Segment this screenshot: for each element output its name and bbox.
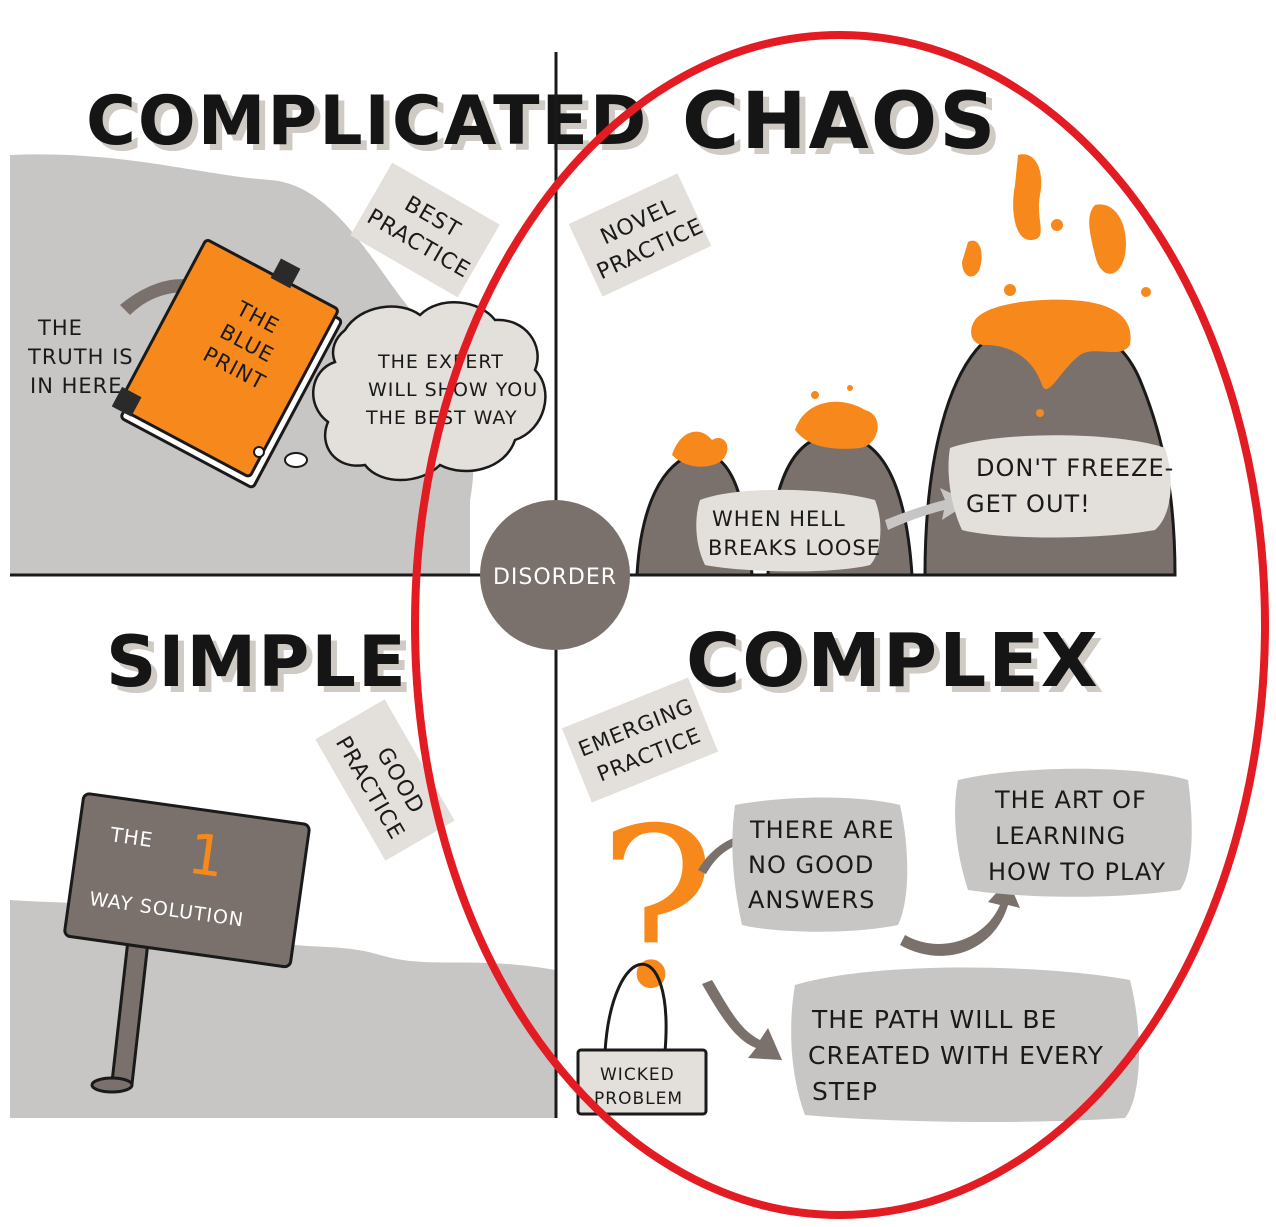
hell-arrow-icon <box>885 488 970 530</box>
complicated-title: COMPLICATED <box>86 82 648 161</box>
freeze-line-1: DON'T FREEZE- <box>976 454 1174 482</box>
truth-line-1: THE <box>37 316 83 340</box>
chaos-quadrant: CHAOS CHAOS NOVEL PRACTICE <box>568 77 1177 577</box>
complicated-quadrant: COMPLICATED COMPLICATED BEST PRACTICE TH… <box>10 82 654 576</box>
simple-title: SIMPLE <box>106 621 408 703</box>
simple-title-shadow: SIMPLE <box>112 627 414 709</box>
dont-freeze-note: DON'T FREEZE- GET OUT! <box>948 435 1174 538</box>
chaos-title-shadow: CHAOS <box>688 83 1003 173</box>
complex-quadrant: COMPLEX COMPLEX EMERGING PRACTICE ? WICK… <box>561 618 1192 1122</box>
no-answers-line-3: ANSWERS <box>748 886 875 914</box>
art-line-1: THE ART OF <box>994 786 1147 814</box>
hell-line-2: BREAKS LOOSE <box>708 536 881 560</box>
no-good-answers-note: THERE ARE NO GOOD ANSWERS <box>732 797 908 932</box>
one-way-sign-icon: THE 1 WAY SOLUTION <box>63 792 311 1094</box>
path-arrow-icon <box>702 980 782 1060</box>
freeze-line-2: GET OUT! <box>966 490 1091 518</box>
blueprint-book-icon: THE BLUE PRINT <box>111 239 343 489</box>
truth-line-3: IN HERE <box>30 374 123 398</box>
expert-line-1: THE EXPERT <box>377 351 504 373</box>
no-answers-line-2: NO GOOD <box>748 851 874 879</box>
no-answers-line-1: THERE ARE <box>749 816 895 844</box>
wicked-line-2: PROBLEM <box>594 1089 683 1109</box>
complex-title: COMPLEX <box>686 618 1100 704</box>
path-line-3: STEP <box>812 1077 878 1106</box>
art-line-3: HOW TO PLAY <box>988 858 1166 886</box>
disorder-circle: DISORDER <box>480 500 630 650</box>
truth-arrow-icon <box>120 268 222 315</box>
art-of-learning-note: THE ART OF LEARNING HOW TO PLAY <box>955 768 1192 897</box>
complicated-title-shadow: COMPLICATED <box>92 88 654 167</box>
path-line-1: THE PATH WILL BE <box>811 1005 1057 1034</box>
path-created-note: THE PATH WILL BE CREATED WITH EVERY STEP <box>791 967 1140 1122</box>
wicked-line-1: WICKED <box>600 1065 675 1085</box>
disorder-label: DISORDER <box>493 565 617 590</box>
truth-line-2: TRUTH IS <box>27 345 134 369</box>
chaos-title: CHAOS <box>682 77 997 167</box>
complex-title-shadow: COMPLEX <box>692 624 1106 710</box>
question-mark-icon: ? <box>598 781 716 1037</box>
art-line-2: LEARNING <box>995 822 1126 850</box>
simple-quadrant: SIMPLE SIMPLE GOOD PRACTICE THE 1 WAY SO… <box>10 621 555 1118</box>
hell-breaks-loose-note: WHEN HELL BREAKS LOOSE <box>696 489 881 572</box>
truth-label: THE TRUTH IS IN HERE <box>27 316 134 398</box>
novel-practice-note: NOVEL PRACTICE <box>568 173 712 297</box>
wicked-problem-sign-icon: WICKED PROBLEM <box>576 962 708 1116</box>
red-ring <box>411 31 1269 1219</box>
emerging-practice-note: EMERGING PRACTICE <box>561 677 719 803</box>
path-line-2: CREATED WITH EVERY <box>808 1041 1104 1070</box>
hell-line-1: WHEN HELL <box>712 507 846 531</box>
expert-thought-cloud: THE EXPERT WILL SHOW YOU THE BEST WAY <box>253 301 547 482</box>
